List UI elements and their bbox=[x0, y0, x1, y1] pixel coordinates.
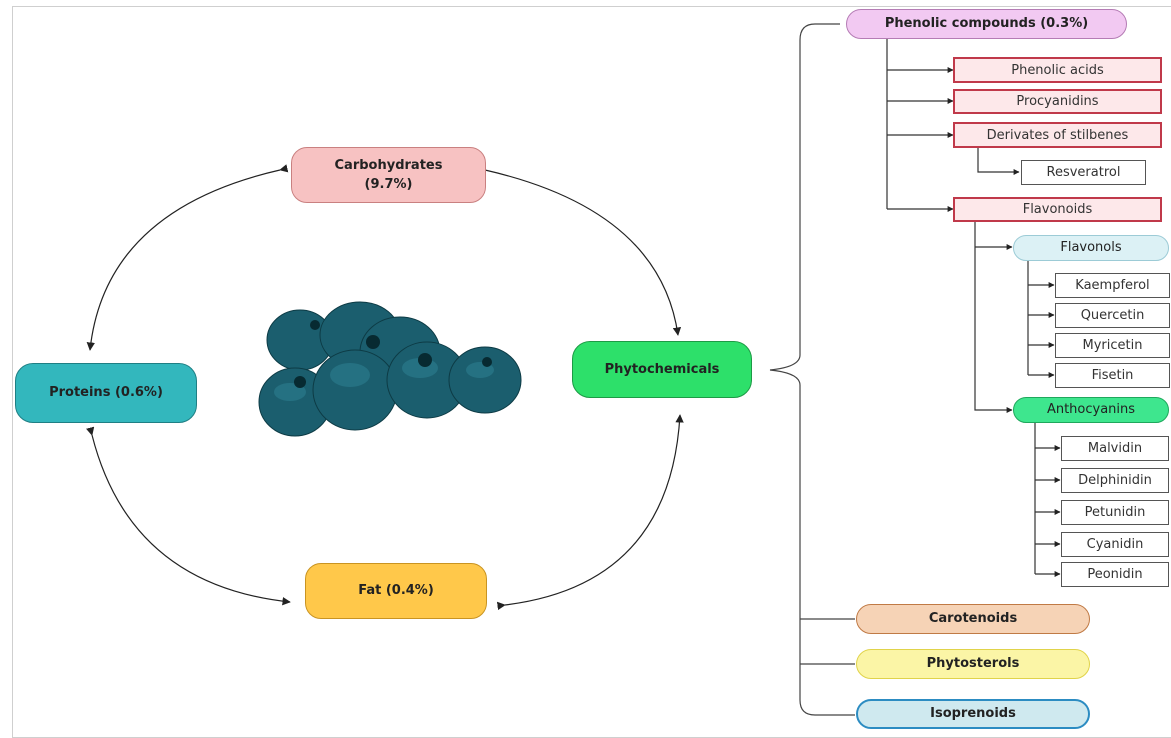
phytochemicals-brace bbox=[769, 23, 855, 716]
phytochemicals-node: Phytochemicals bbox=[572, 341, 752, 398]
anthocyanin-item: Peonidin bbox=[1061, 562, 1169, 587]
phenolic-acids-box: Phenolic acids bbox=[953, 57, 1162, 83]
arrow-proteins-fat bbox=[86, 426, 291, 606]
proteins-node: Proteins (0.6%) bbox=[15, 363, 197, 423]
flavonols-node: Flavonols bbox=[1013, 235, 1169, 261]
flavonol-item: Fisetin bbox=[1055, 363, 1170, 388]
arrow-carbohydrates-proteins bbox=[86, 164, 289, 351]
carotenoids-node: Carotenoids bbox=[856, 604, 1090, 634]
phenolic-compounds-node: Phenolic compounds (0.3%) bbox=[846, 9, 1127, 39]
flavonoids-box: Flavonoids bbox=[953, 197, 1162, 222]
carbohydrates-node: Carbohydrates (9.7%) bbox=[291, 147, 486, 203]
isoprenoids-node: Isoprenoids bbox=[856, 699, 1090, 729]
arrow-fat-phytochemicals bbox=[496, 414, 684, 611]
blueberries-image bbox=[258, 301, 522, 437]
resveratrol-box: Resveratrol bbox=[1021, 160, 1146, 185]
fat-node: Fat (0.4%) bbox=[305, 563, 487, 619]
anthocyanin-item: Malvidin bbox=[1061, 436, 1169, 461]
anthocyanin-item: Delphinidin bbox=[1061, 468, 1169, 493]
anthocyanin-item: Cyanidin bbox=[1061, 532, 1169, 557]
flavonol-item: Kaempferol bbox=[1055, 273, 1170, 298]
stilbenes-box: Derivates of stilbenes bbox=[953, 122, 1162, 148]
anthocyanin-item: Petunidin bbox=[1061, 500, 1169, 525]
flavonol-item: Myricetin bbox=[1055, 333, 1170, 358]
phytosterols-node: Phytosterols bbox=[856, 649, 1090, 679]
procyanidins-box: Procyanidins bbox=[953, 89, 1162, 114]
flavonol-item: Quercetin bbox=[1055, 303, 1170, 328]
anthocyanins-node: Anthocyanins bbox=[1013, 397, 1169, 423]
arrow-carbohydrates-phytochemicals bbox=[476, 164, 682, 336]
